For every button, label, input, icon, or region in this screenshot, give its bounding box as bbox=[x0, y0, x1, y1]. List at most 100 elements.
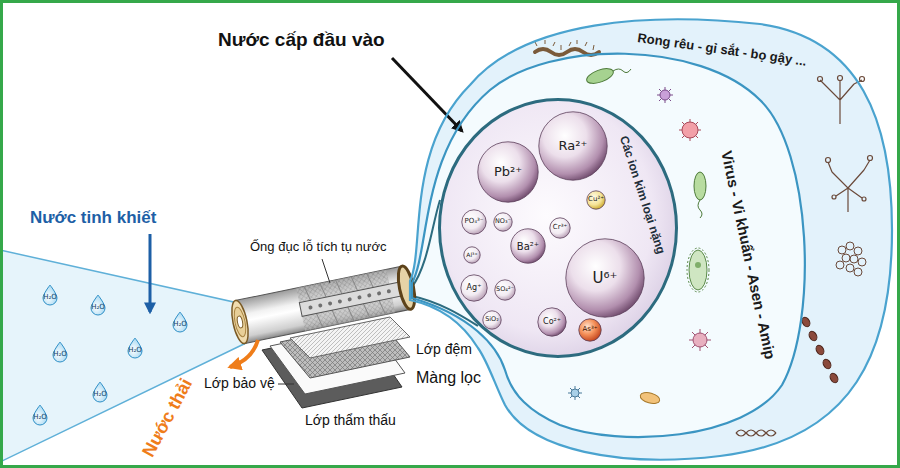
ion-sphere: Pb²⁺ bbox=[477, 141, 539, 203]
bacterium bbox=[679, 119, 701, 141]
part-label: Màng lọc bbox=[416, 369, 481, 387]
ion-label: Ra²⁺ bbox=[559, 139, 588, 153]
bubble-caption: Rong rêu - gỉ sắt - bọ gậy ... bbox=[637, 31, 808, 69]
membrane-cylinder bbox=[318, 303, 323, 308]
ion-sphere-outline bbox=[587, 191, 605, 209]
algae-tree bbox=[832, 195, 836, 199]
membrane-cylinder bbox=[347, 297, 352, 302]
water-drop: H₂O bbox=[171, 311, 189, 333]
algae-chain bbox=[807, 330, 818, 342]
ion-sphere: PO₄³⁻ bbox=[461, 209, 487, 235]
bacterium bbox=[679, 119, 701, 141]
ion-label: Cr³⁺ bbox=[553, 224, 567, 232]
ion-sphere: Ra²⁺ bbox=[538, 111, 608, 181]
bacterium bbox=[694, 172, 706, 218]
ion-sphere-outline bbox=[462, 210, 486, 234]
membrane-cylinder bbox=[377, 291, 382, 296]
membrane-cylinder bbox=[299, 281, 408, 317]
membrane-cylinder bbox=[308, 305, 313, 310]
paramecium bbox=[695, 262, 701, 268]
ion-sphere-outline bbox=[511, 229, 545, 263]
virus bbox=[689, 329, 711, 351]
outer-bubble-outline bbox=[410, 19, 892, 459]
water-funnel bbox=[0, 250, 246, 462]
ion-label: SO₄²⁻ bbox=[496, 286, 514, 293]
membrane-cylinder bbox=[236, 266, 411, 343]
algae-chain bbox=[814, 344, 825, 356]
bacterium bbox=[613, 69, 631, 73]
algae-tree bbox=[828, 160, 870, 212]
ion-sphere: Ag⁺ bbox=[460, 274, 488, 302]
leader-line bbox=[322, 259, 330, 283]
algae-clump bbox=[854, 268, 862, 276]
part-label: Lớp đệm bbox=[416, 342, 472, 357]
membrane-cylinder bbox=[357, 295, 362, 300]
middle-bubble-outline bbox=[412, 54, 805, 437]
algae-tree bbox=[818, 77, 823, 82]
ion-sphere: SO₄²⁻ bbox=[494, 279, 516, 301]
ion-label: Pb²⁺ bbox=[494, 165, 522, 179]
outer-bubble: Rong rêu - gỉ sắt - bọ gậy ...Virus - Vi… bbox=[406, 8, 896, 466]
ion-sphere-outline bbox=[538, 308, 566, 336]
ion-sphere-outline bbox=[579, 319, 601, 341]
part-label: Ống đục lỗ tích tụ nước bbox=[250, 240, 386, 254]
water-drop-outline bbox=[91, 295, 105, 315]
ion-label: Co²⁺ bbox=[543, 318, 561, 327]
leader-line bbox=[278, 384, 294, 385]
water-drop: H₂O bbox=[41, 284, 59, 306]
drop-label: H₂O bbox=[91, 304, 105, 312]
paramecium bbox=[687, 248, 709, 292]
ion-sphere: Ba²⁺ bbox=[510, 228, 546, 264]
membrane-cylinder bbox=[232, 306, 248, 337]
water-drop-outline bbox=[173, 312, 187, 332]
virus bbox=[689, 329, 711, 351]
ion-sphere: As³⁺ bbox=[578, 318, 602, 342]
algae-tree bbox=[826, 158, 831, 163]
ion-label: Ag⁺ bbox=[467, 284, 482, 293]
drop-label: H₂O bbox=[43, 294, 57, 302]
algae-clump bbox=[842, 254, 850, 262]
membrane-cylinder bbox=[236, 316, 243, 329]
ion-label: SiO₂ bbox=[485, 316, 499, 323]
ion-sphere: U⁶⁺ bbox=[565, 238, 645, 318]
algae-clump bbox=[836, 242, 866, 276]
ion-label: NO₃⁻ bbox=[495, 218, 511, 225]
algae-clump bbox=[846, 242, 854, 250]
water-drop-outline bbox=[43, 285, 57, 305]
part-label: Lớp thẩm thấu bbox=[305, 413, 396, 428]
bubble-fill bbox=[412, 54, 805, 437]
algae-chain bbox=[800, 316, 839, 384]
membrane-cylinder bbox=[229, 265, 418, 345]
algae-clump bbox=[836, 261, 844, 269]
drop-label: H₂O bbox=[128, 347, 142, 355]
paramecium bbox=[689, 250, 707, 290]
ion-label: Ba²⁺ bbox=[517, 241, 539, 252]
water-drop: H₂O bbox=[91, 381, 109, 403]
membrane-cylinder bbox=[338, 299, 343, 304]
paramecium bbox=[687, 248, 709, 292]
virus bbox=[657, 87, 673, 103]
drop-label: H₂O bbox=[33, 414, 47, 422]
membrane-cylinder bbox=[229, 299, 252, 345]
bacterium bbox=[698, 200, 702, 218]
inner-circle-outline bbox=[440, 100, 677, 357]
ion-sphere-outline bbox=[495, 280, 515, 300]
waste-label: Nước thải bbox=[139, 375, 197, 460]
algae-tree bbox=[826, 156, 873, 213]
bacterium bbox=[682, 122, 698, 138]
part-label: Lớp bảo vệ bbox=[204, 376, 275, 391]
algae-chain bbox=[821, 358, 832, 370]
drop-label: H₂O bbox=[93, 391, 107, 399]
algae-tree bbox=[838, 76, 843, 81]
ion-sphere: Cr³⁺ bbox=[549, 217, 571, 239]
virus bbox=[568, 386, 582, 400]
bacterium bbox=[694, 172, 706, 200]
helix bbox=[736, 430, 776, 436]
algae-tree bbox=[820, 80, 862, 124]
bacterium bbox=[639, 391, 661, 406]
inner-circle: Các ion kim loại nặngRa²⁺Pb²⁺Cu²⁺PO₄³⁻NO… bbox=[438, 98, 678, 358]
middle-bubble: Virus - Vi khuẩn - Asen - AmipCác ion ki… bbox=[408, 36, 822, 452]
virus bbox=[571, 389, 579, 397]
